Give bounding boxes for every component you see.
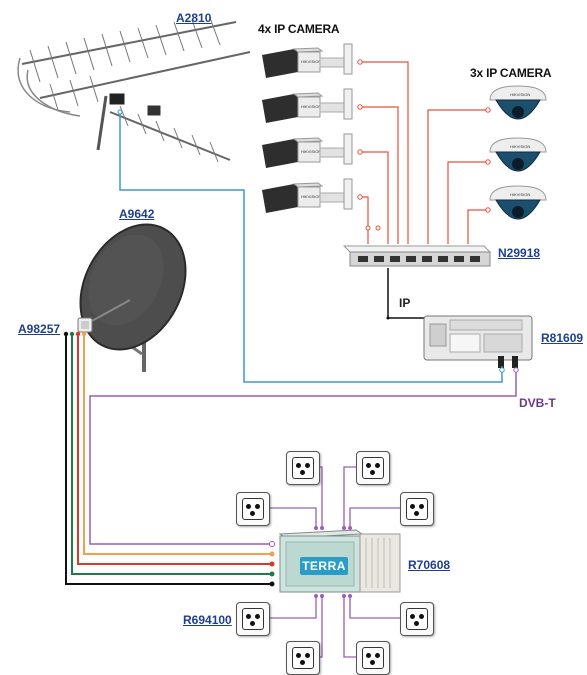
svg-text:HIKVISION: HIKVISION	[301, 149, 321, 154]
ip-link-cable	[387, 268, 424, 319]
multiswitch-brand-label: TERRA	[300, 557, 348, 575]
label-power-supply: R694100	[183, 613, 232, 627]
tv-outlet-1	[286, 451, 320, 485]
outlet-socket-icon	[292, 647, 314, 669]
camera-cable-connectors	[357, 59, 491, 231]
dome-camera-2-icon: HIKVISION	[489, 137, 547, 172]
terrestrial-antenna-icon	[17, 17, 251, 163]
tv-outlet-2	[356, 451, 390, 485]
outlet-socket-icon	[242, 608, 264, 630]
outlet-socket-icon	[406, 608, 428, 630]
outlet-socket-icon	[292, 457, 314, 479]
camera-cables	[360, 61, 488, 244]
outlet-socket-icon	[362, 457, 384, 479]
header-box-cameras: 4x IP CAMERA	[258, 22, 340, 36]
outlet-socket-icon	[406, 498, 428, 520]
label-modulator: R81609	[541, 331, 584, 345]
outlet-cable-connectors	[314, 526, 352, 598]
antenna-cable	[119, 112, 503, 383]
satellite-dish-icon	[79, 223, 187, 372]
tv-outlet-5	[236, 602, 270, 636]
ip-camera-2-icon: HIKVISION	[262, 88, 353, 123]
modulator-icon	[423, 315, 533, 368]
lnb-cable-connectors	[63, 331, 275, 587]
svg-text:HIKVISION: HIKVISION	[510, 192, 530, 197]
tv-outlet-3	[236, 492, 270, 526]
signal-ip-label: IP	[399, 296, 411, 310]
lnb-cables	[65, 334, 272, 585]
signal-dvbt-label: DVB-T	[519, 396, 556, 410]
label-multiswitch: R70608	[408, 558, 451, 572]
tv-outlet-6	[400, 602, 434, 636]
ip-camera-1-icon: HIKVISION	[262, 43, 353, 78]
svg-text:HIKVISION: HIKVISION	[301, 194, 321, 199]
svg-text:HIKVISION: HIKVISION	[510, 144, 530, 149]
ip-camera-4-icon: HIKVISION	[262, 178, 353, 213]
dome-camera-1-icon: HIKVISION	[489, 85, 547, 120]
header-dome-cameras: 3x IP CAMERA	[470, 66, 552, 80]
label-terrestrial-antenna: A2810	[176, 11, 212, 25]
svg-text:HIKVISION: HIKVISION	[510, 92, 530, 97]
lnb-icon	[77, 317, 93, 333]
tv-outlet-7	[286, 641, 320, 675]
label-network-switch: N29918	[498, 246, 541, 260]
network-switch-icon	[342, 245, 492, 267]
label-lnb: A98257	[18, 322, 61, 336]
tv-outlet-8	[356, 641, 390, 675]
svg-text:HIKVISION: HIKVISION	[301, 59, 321, 64]
dome-camera-3-icon: HIKVISION	[489, 185, 547, 220]
outlet-socket-icon	[242, 498, 264, 520]
svg-text:HIKVISION: HIKVISION	[301, 104, 321, 109]
outlet-socket-icon	[362, 647, 384, 669]
dvbt-cable	[89, 370, 517, 545]
ip-camera-3-icon: HIKVISION	[262, 133, 353, 168]
tv-outlet-4	[400, 492, 434, 526]
label-satellite-dish: A9642	[119, 207, 155, 221]
